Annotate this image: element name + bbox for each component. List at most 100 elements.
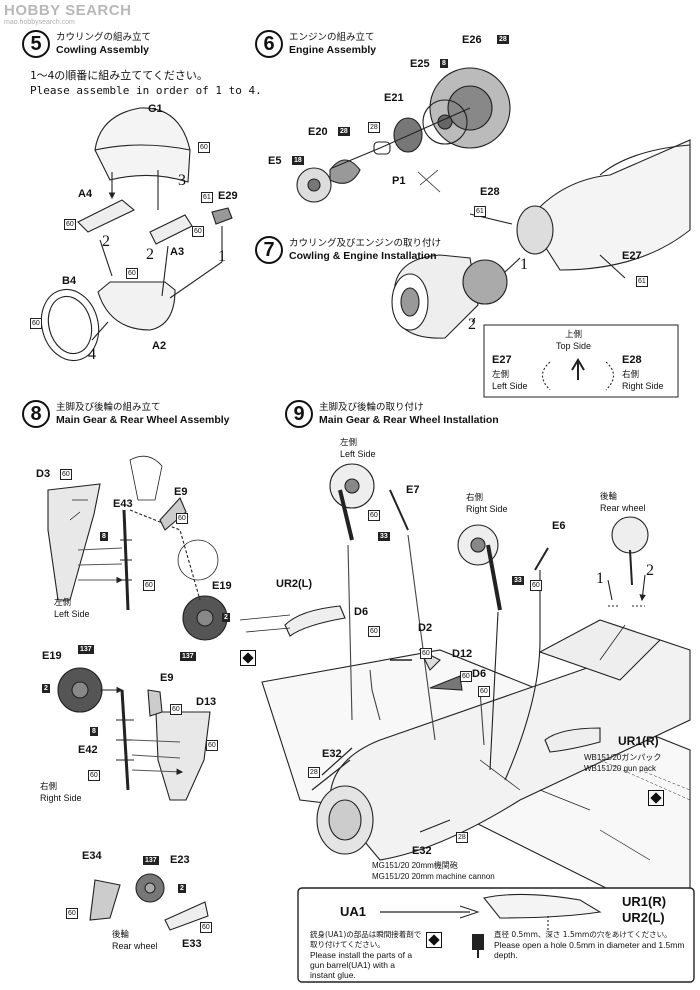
label-ur1r: UR1(R) xyxy=(618,734,659,748)
code-60: 60 xyxy=(420,648,432,659)
watermark-url: mao.hobbysearch.com xyxy=(4,19,75,26)
code-60: 60 xyxy=(530,580,542,591)
engine-e20 xyxy=(329,159,361,184)
label-d6b: D6 xyxy=(472,668,487,680)
left-side-jp: 左側 xyxy=(54,598,72,608)
label-e19: E19 xyxy=(212,580,232,592)
order-2: 2 xyxy=(646,562,654,579)
code-60: 60 xyxy=(126,268,138,279)
label-e32: E32 xyxy=(322,748,342,760)
order-1: 1 xyxy=(596,570,604,587)
code-60: 60 xyxy=(143,580,155,591)
code-33: 33 xyxy=(512,576,524,585)
label-d3: D3 xyxy=(36,468,51,480)
left-side-en: Left Side xyxy=(54,609,90,619)
code-28: 28 xyxy=(497,35,509,44)
code-2: 2 xyxy=(222,613,230,622)
label-d2: D2 xyxy=(418,622,433,634)
code-60: 60 xyxy=(88,770,100,781)
code-33: 33 xyxy=(378,532,390,541)
box-label-ur1r: UR1(R) xyxy=(622,894,667,909)
order-note: 1～4の順番に組み立ててください。 Please assemble in ord… xyxy=(30,68,262,98)
label-b4: B4 xyxy=(62,275,77,287)
top-side-label: 上側 Top Side xyxy=(556,330,591,352)
right-side-en: Right Side xyxy=(466,504,508,514)
label-e20: E20 xyxy=(308,126,328,138)
label-e7: E7 xyxy=(406,484,420,496)
glue-instruction-en: Please install the parts of a gun barrel… xyxy=(310,950,413,980)
right-side-jp: 右側 xyxy=(466,493,484,503)
label-e43: E43 xyxy=(113,498,133,510)
code-2: 2 xyxy=(178,884,186,893)
fuselage-front xyxy=(527,139,691,271)
label-e26: E26 xyxy=(462,34,482,46)
label-e42: E42 xyxy=(78,744,98,756)
label-e9-right: E9 xyxy=(160,672,174,684)
label-e9: E9 xyxy=(174,486,188,498)
step-6-title-jp: エンジンの組み立て xyxy=(289,32,375,43)
step-6-number: 6 xyxy=(255,30,283,58)
step-7-title-jp: カウリング及びエンジンの取り付け xyxy=(289,238,442,249)
tailwheel-door-e33 xyxy=(164,901,209,931)
hole-instruction-jp: 直径 0.5mm、深さ 1.5mmの穴をあけてください。 xyxy=(494,930,672,939)
hint-label-e28: E28 xyxy=(622,354,642,366)
order-3: 3 xyxy=(178,172,186,189)
label-e34: E34 xyxy=(82,850,102,862)
hint-label-e27: E27 xyxy=(492,354,512,366)
code-60: 60 xyxy=(198,142,210,153)
label-e28: E28 xyxy=(480,186,500,198)
code-60: 60 xyxy=(368,510,380,521)
label-ur2l: UR2(L) xyxy=(276,578,313,590)
order-4: 4 xyxy=(88,346,96,363)
step-8-title-jp: 主脚及び後輪の組み立て xyxy=(56,402,161,413)
step-5-number: 5 xyxy=(22,30,50,58)
step-7-title-en: Cowling & Engine Installation xyxy=(289,250,437,262)
right-side-jp: 右側 xyxy=(40,782,58,792)
code-60: 60 xyxy=(64,219,76,230)
step-6-title-en: Engine Assembly xyxy=(289,44,377,56)
gunpod-ur1r xyxy=(544,727,601,753)
diamond-mark xyxy=(648,790,664,806)
code-2: 2 xyxy=(42,684,50,693)
code-137: 137 xyxy=(78,645,94,654)
code-28: 28 xyxy=(456,832,468,843)
label-e33: E33 xyxy=(182,938,202,950)
code-28: 28 xyxy=(308,767,320,778)
rear-wheel-inset xyxy=(611,516,649,554)
cannon-jp: MG151/20 20mm機関砲 xyxy=(372,861,458,870)
top-side-en: Top Side xyxy=(556,341,592,351)
rear-wheel-label-9: 後輪 Rear wheel xyxy=(600,492,646,514)
tailwheel-fork-e34 xyxy=(89,879,121,921)
diamond-mark xyxy=(240,650,256,666)
clip-e29 xyxy=(211,207,233,225)
order-note-jp: 1～4の順番に組み立ててください。 xyxy=(30,69,208,82)
left-side-jp: 左側 xyxy=(492,370,510,380)
gear-link-e9-right xyxy=(147,689,163,717)
code-60: 60 xyxy=(478,686,490,697)
code-137: 137 xyxy=(180,652,196,661)
right-side-label: 右側 Right Side xyxy=(40,782,82,804)
label-p1: P1 xyxy=(392,175,406,187)
strut-left-install xyxy=(338,489,354,541)
order-1: 1 xyxy=(520,256,528,273)
code-60: 60 xyxy=(460,671,472,682)
code-8: 8 xyxy=(440,59,448,68)
code-18: 18 xyxy=(292,156,304,165)
code-60: 60 xyxy=(170,704,182,715)
code-60: 60 xyxy=(30,318,42,329)
gear-door-d13 xyxy=(155,711,211,801)
step-7-number: 7 xyxy=(255,236,283,264)
code-137: 137 xyxy=(143,856,159,865)
label-d12: D12 xyxy=(452,648,473,660)
right-side-jp: 右側 xyxy=(622,370,640,380)
label-e27: E27 xyxy=(622,250,642,262)
left-side-label: 左側 Left Side xyxy=(54,598,90,620)
glue-instruction: 銃身(UA1)の部品は瞬間接着剤で取り付けてください。 Please insta… xyxy=(310,930,422,980)
label-g1: G1 xyxy=(148,103,163,115)
label-d13: D13 xyxy=(196,696,217,708)
cowl-ring-b4 xyxy=(40,288,100,362)
cannon-label: MG151/20 20mm機関砲 MG151/20 20mm machine c… xyxy=(372,860,495,882)
order-2: 2 xyxy=(468,316,476,333)
